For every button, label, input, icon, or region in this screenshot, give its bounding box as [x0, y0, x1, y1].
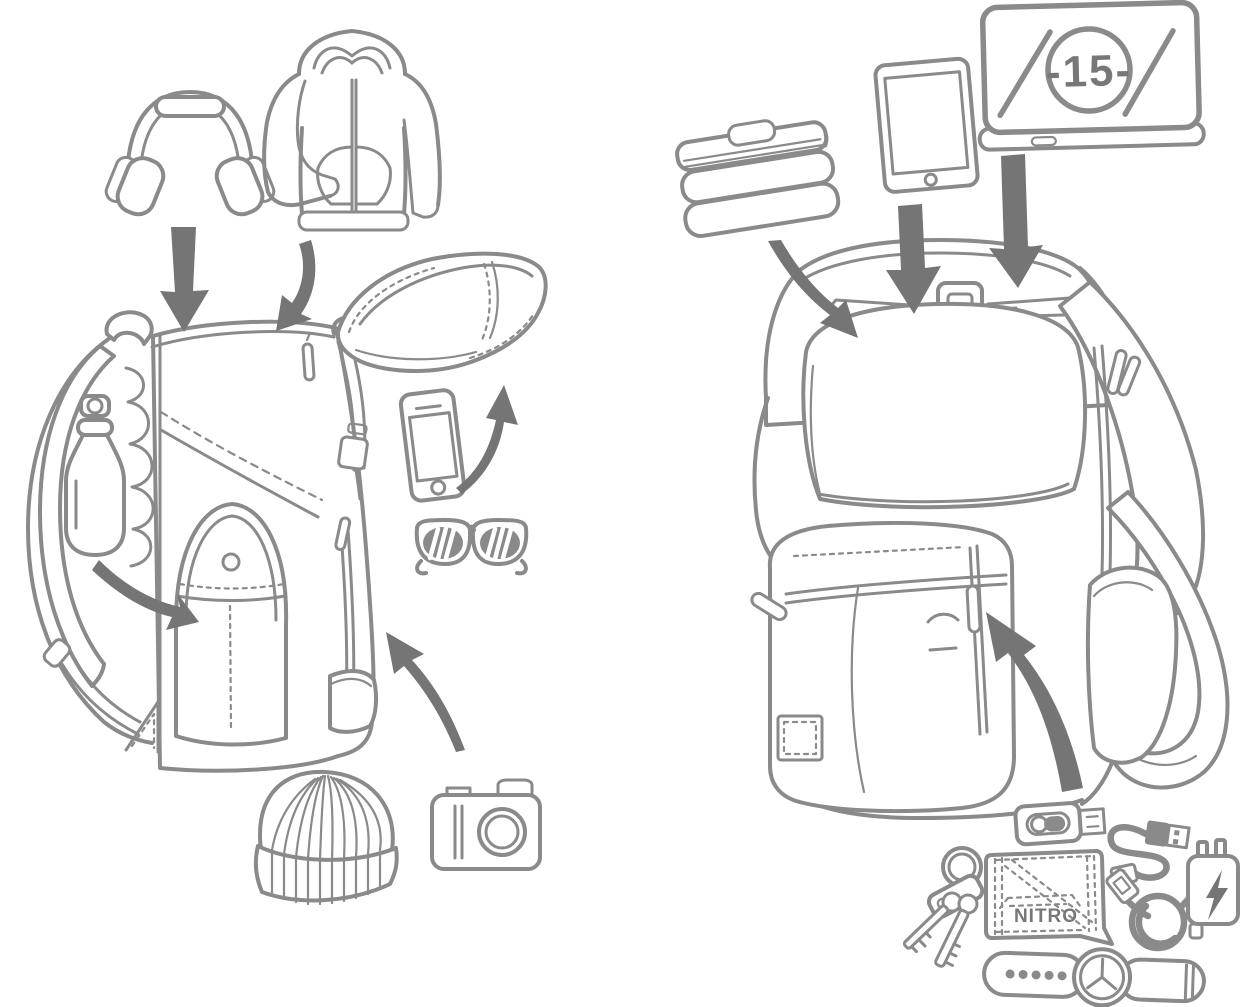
laptop-badge-text: -15-: [1045, 46, 1133, 97]
laptop-icon: -15-: [977, 0, 1206, 152]
arrow-bottle-into-side-pocket: [92, 560, 199, 630]
laptop-daypack-front-view: [750, 238, 1230, 820]
laptop-badge-circle: [1045, 26, 1133, 114]
arrow-tablet-into-main: [886, 204, 941, 314]
sunglasses-icon: [414, 518, 529, 576]
rolltop-backpack-side-view: [26, 310, 379, 773]
wristwatch-icon: [982, 947, 1206, 1007]
usb-flash-drive-icon: [1013, 801, 1107, 847]
arrow-camera-into-front-pocket: [386, 632, 465, 752]
arrow-hoodie-into-main: [276, 240, 316, 331]
compact-camera-icon: [430, 778, 542, 871]
water-bottle-icon: [64, 394, 126, 557]
hoodie-icon: [262, 29, 442, 232]
wallet-icon: NITRO: [984, 849, 1114, 946]
headphones-icon: [104, 90, 276, 217]
power-adapter-icon: [1186, 838, 1240, 940]
arrow-accessories-into-front-pocket: [986, 612, 1083, 792]
tablet-icon: [873, 56, 980, 194]
key-ring-icon: [902, 846, 985, 968]
arrow-smartphone-into-lid: [456, 385, 518, 494]
wallet-brand-text: NITRO: [1014, 906, 1078, 927]
smartphone-icon: [398, 388, 467, 503]
arrow-laptop-into-sleeve: [989, 154, 1043, 288]
beanie-icon: [253, 769, 399, 906]
brand-patch: [776, 714, 824, 762]
book-stack-icon: [675, 119, 841, 238]
arrow-headphones-into-main: [160, 227, 209, 332]
arrow-books-into-main: [768, 240, 858, 338]
lid-flap-pocket-icon: [335, 251, 548, 373]
